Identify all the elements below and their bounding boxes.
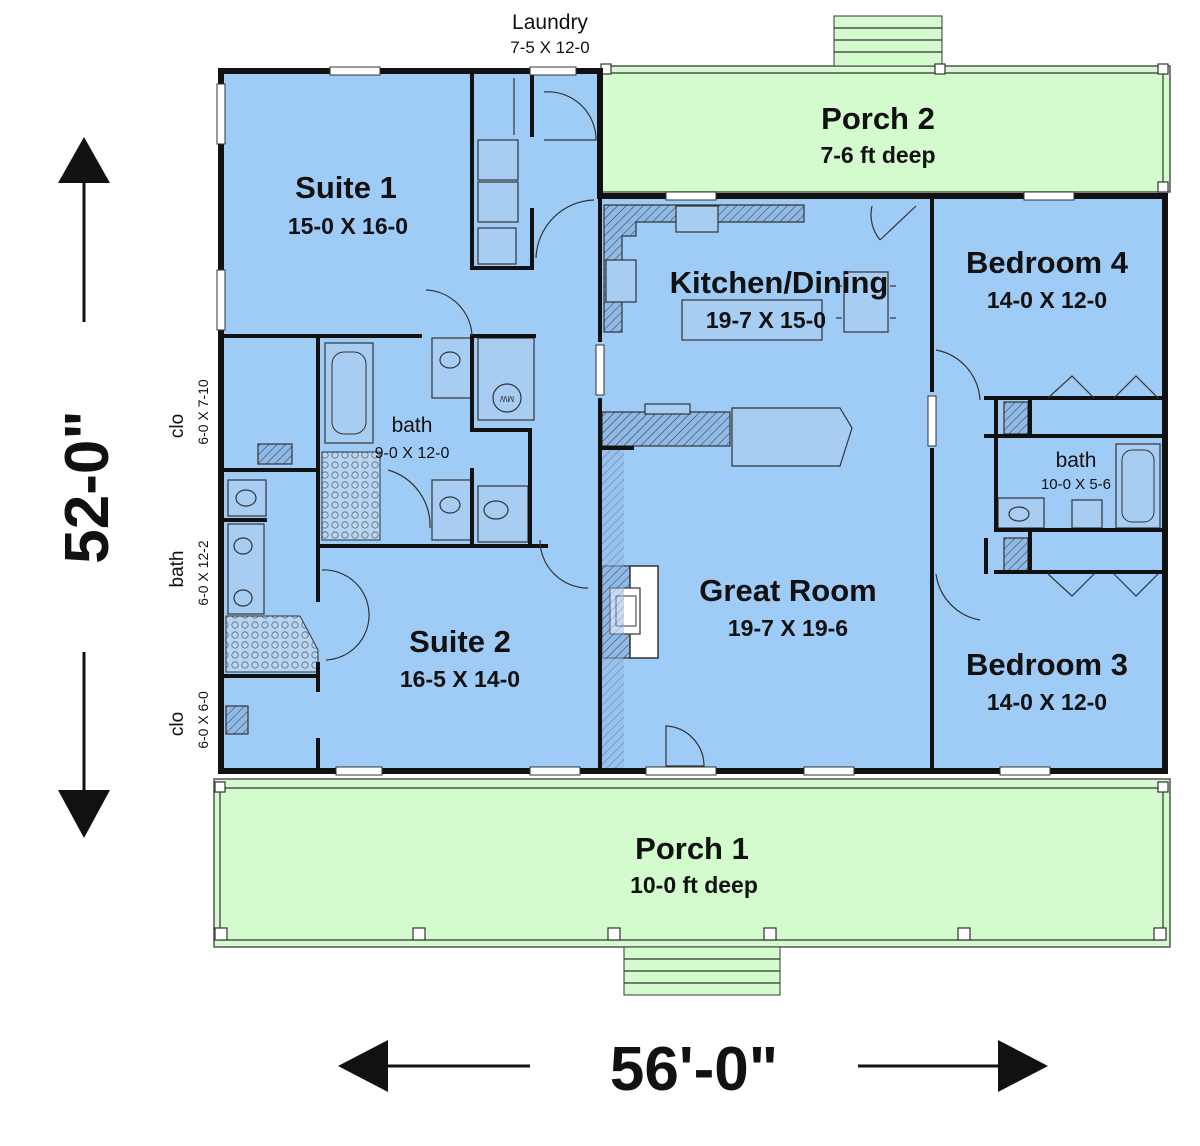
laundry-name: Laundry — [512, 11, 588, 34]
bedroom-4-dim: 14-0 X 12-0 — [987, 287, 1107, 313]
suite-2-name: Suite 2 — [409, 624, 511, 659]
door-swings — [321, 91, 1159, 767]
porch-railings — [219, 72, 1166, 941]
laundry-dim: 7-5 X 12-0 — [510, 38, 589, 57]
closet-2-name: clo — [167, 712, 188, 736]
exterior-walls — [218, 68, 1168, 774]
arrow-right-icon — [998, 1040, 1048, 1092]
fireplace — [601, 450, 659, 770]
bedroom-bath-dim: 10-0 X 5-6 — [1041, 476, 1111, 493]
suite-2-bath-fixtures — [225, 443, 319, 735]
bedroom-4-name: Bedroom 4 — [966, 245, 1129, 280]
porch-posts — [214, 63, 1169, 941]
kitchen-counters — [601, 204, 853, 467]
suite-1-bath-dim: 9-0 X 12-0 — [375, 445, 450, 462]
interior-walls — [219, 72, 1167, 773]
microwave-label: MW — [499, 394, 514, 403]
porch-1-dim: 10-0 ft deep — [630, 872, 758, 898]
closet-2-dim: 6-0 X 6-0 — [195, 691, 211, 749]
laundry-fixtures — [477, 78, 519, 265]
suite-1-name: Suite 1 — [295, 170, 397, 205]
suite-2-bath-name: bath — [167, 551, 188, 588]
closet-1-dim: 6-0 X 7-10 — [195, 379, 211, 445]
suite-1-dim: 15-0 X 16-0 — [288, 213, 408, 239]
width-dimension: 56'-0" — [338, 1035, 1048, 1104]
windows — [216, 66, 1075, 776]
porch-2-steps — [833, 15, 943, 67]
suite-1-bath-name: bath — [392, 414, 433, 437]
porch-2-name: Porch 2 — [821, 101, 935, 136]
width-label: 56'-0" — [610, 1035, 778, 1104]
arrow-left-icon — [338, 1040, 388, 1092]
great-room-name: Great Room — [699, 573, 876, 608]
closet-1-name: clo — [167, 414, 188, 438]
kitchen-dining-name: Kitchen/Dining — [670, 265, 889, 300]
bedroom-3-name: Bedroom 3 — [966, 647, 1128, 682]
bedroom-3-dim: 14-0 X 12-0 — [987, 689, 1107, 715]
porch-2-dim: 7-6 ft deep — [820, 142, 935, 168]
suite-2-dim: 16-5 X 14-0 — [400, 666, 520, 692]
dining-table — [836, 271, 896, 333]
arrow-up-icon — [58, 137, 110, 183]
bedroom-bath-name: bath — [1056, 449, 1097, 472]
porch-1-steps — [623, 946, 781, 996]
kitchen-dining-dim: 19-7 X 15-0 — [706, 307, 826, 333]
bedroom-bath-fixtures — [997, 401, 1161, 573]
suite-2-bath-dim: 6-0 X 12-2 — [195, 540, 211, 606]
porch-2-area — [601, 65, 1171, 193]
arrow-down-icon — [58, 790, 110, 838]
depth-dimension: 52-0" — [53, 137, 122, 838]
great-room-dim: 19-7 X 19-6 — [728, 615, 848, 641]
depth-label: 52-0" — [53, 410, 122, 564]
porch-1-name: Porch 1 — [635, 831, 749, 866]
porch-1-area — [213, 778, 1171, 948]
